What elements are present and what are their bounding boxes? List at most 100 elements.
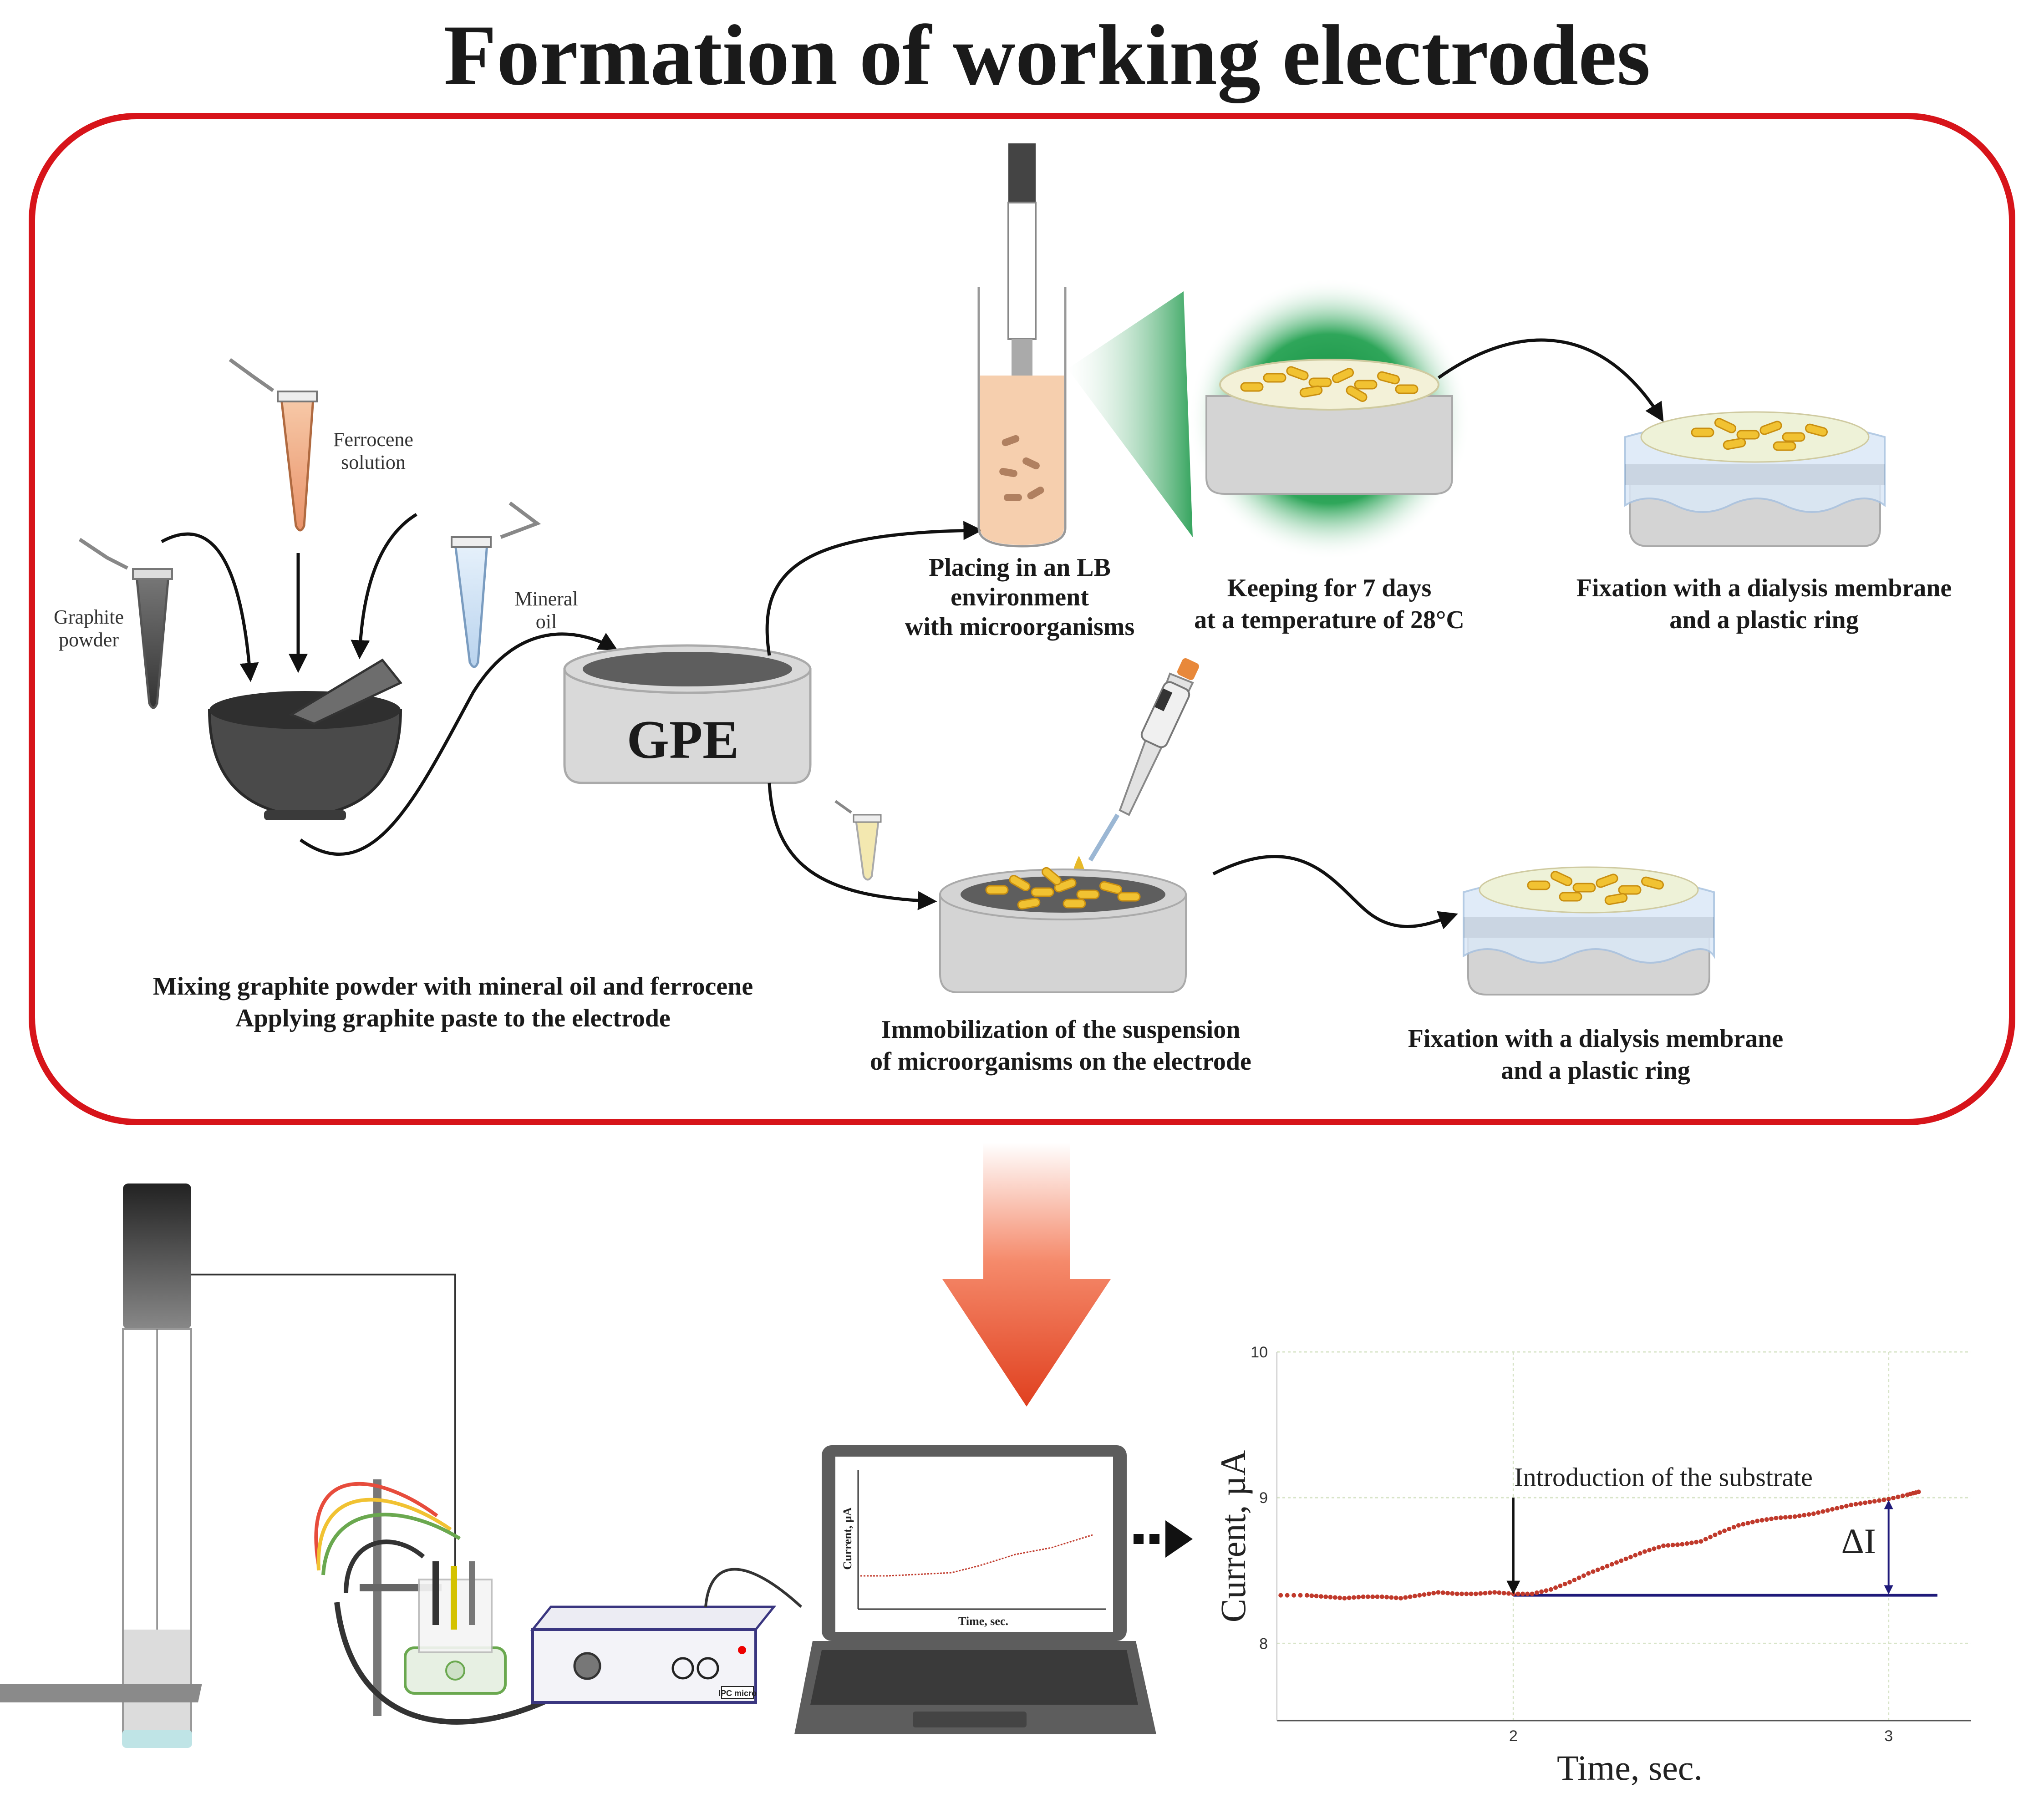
- series-point: [1389, 1595, 1394, 1600]
- label-mineral-1: Mineral: [514, 588, 578, 610]
- series-point: [1562, 1581, 1567, 1586]
- series-point: [1375, 1594, 1380, 1599]
- series-point: [1539, 1589, 1544, 1594]
- series-point: [1867, 1499, 1872, 1504]
- chart-xlabel: Time, sec.: [1557, 1748, 1703, 1788]
- series-point: [1774, 1515, 1779, 1520]
- electrochemical-cell: [0, 1479, 594, 1725]
- series-point: [1515, 1591, 1520, 1596]
- label-ferrocene-1: Ferrocene: [333, 428, 413, 451]
- series-point: [1544, 1588, 1549, 1593]
- series-point: [1863, 1500, 1868, 1505]
- series-point: [1619, 1558, 1624, 1563]
- series-point: [1356, 1595, 1361, 1600]
- series-point: [1703, 1537, 1708, 1542]
- series-point: [1717, 1530, 1722, 1535]
- series-point: [1534, 1590, 1539, 1595]
- series-point: [1398, 1596, 1403, 1601]
- series-point: [1797, 1514, 1802, 1519]
- label-ferrocene-2: solution: [341, 451, 406, 473]
- series-point: [1694, 1539, 1699, 1544]
- series-point: [1877, 1498, 1882, 1503]
- series-point: [1323, 1594, 1328, 1599]
- label-graphite-2: powder: [59, 629, 119, 651]
- laptop-chart-ylabel: Current, µA: [841, 1507, 854, 1570]
- series-point: [1656, 1545, 1661, 1550]
- working-electrode: [122, 1183, 192, 1748]
- chart-xtick-label: 2: [1509, 1727, 1518, 1745]
- series-point: [1501, 1590, 1506, 1595]
- series-point: [1408, 1594, 1413, 1599]
- series-point: [1567, 1580, 1572, 1585]
- series-point: [1722, 1528, 1727, 1533]
- series-point: [1652, 1546, 1657, 1551]
- series-point: [1764, 1517, 1769, 1522]
- caption-placing-3: with microorganisms: [905, 613, 1135, 641]
- series-point: [1872, 1499, 1877, 1504]
- series-point: [1445, 1590, 1450, 1595]
- series-point: [1591, 1569, 1596, 1574]
- series-point: [1647, 1548, 1652, 1553]
- immobilized-electrode: [939, 865, 1187, 993]
- substrate-annotation: Introduction of the substrate: [1514, 1463, 1813, 1492]
- series-point: [1858, 1501, 1863, 1506]
- series-point: [1642, 1549, 1647, 1554]
- series-point: [1600, 1565, 1605, 1570]
- series-point: [1586, 1571, 1591, 1576]
- caption-mixing-2: Applying graphite paste to the electrode: [235, 1004, 671, 1032]
- series-point: [1417, 1593, 1422, 1598]
- series-point: [1806, 1512, 1811, 1517]
- series-point: [1285, 1593, 1290, 1598]
- series-point: [1605, 1564, 1610, 1569]
- series-point: [1783, 1515, 1788, 1520]
- series-point: [1412, 1594, 1417, 1599]
- mortar-pestle: [208, 658, 402, 820]
- series-point: [1750, 1519, 1755, 1524]
- graphite-tube: [78, 538, 173, 709]
- series-point: [1820, 1509, 1825, 1514]
- series-point: [1609, 1562, 1614, 1567]
- series-point: [1811, 1511, 1816, 1516]
- series-point: [1492, 1590, 1497, 1595]
- series-point: [1450, 1591, 1455, 1596]
- figure-title: Formation of working electrodes: [444, 8, 1651, 103]
- series-point: [1314, 1594, 1319, 1599]
- series-point: [1830, 1507, 1835, 1512]
- series-point: [1558, 1583, 1563, 1588]
- series-point: [1614, 1560, 1619, 1565]
- series-point: [1506, 1591, 1511, 1596]
- series-point: [1530, 1591, 1535, 1596]
- potentiostat: [530, 1605, 777, 1704]
- series-point: [1680, 1542, 1685, 1547]
- series-point: [1900, 1493, 1905, 1498]
- series-point: [1572, 1578, 1577, 1583]
- series-point: [1553, 1585, 1558, 1590]
- label-mineral-2: oil: [536, 610, 557, 633]
- series-point: [1473, 1591, 1478, 1596]
- series-point: [1351, 1595, 1356, 1600]
- series-point: [1844, 1503, 1849, 1509]
- caption-fixation-bottom-1: Fixation with a dialysis membrane: [1408, 1025, 1783, 1053]
- series-point: [1278, 1593, 1283, 1598]
- series-point: [1464, 1591, 1469, 1596]
- series-point: [1839, 1504, 1844, 1509]
- series-point: [1431, 1590, 1436, 1595]
- series-point: [1835, 1506, 1840, 1511]
- label-graphite-1: Graphite: [54, 606, 124, 628]
- series-point: [1298, 1593, 1303, 1598]
- series-point: [1361, 1594, 1366, 1599]
- series-point: [1670, 1543, 1675, 1548]
- caption-immobilization-2: of microorganisms on the electrode: [870, 1047, 1251, 1076]
- series-point: [1916, 1489, 1921, 1494]
- series-point: [1487, 1590, 1492, 1595]
- series-point: [1708, 1534, 1713, 1539]
- series-point: [1483, 1590, 1488, 1595]
- series-point: [1576, 1575, 1581, 1580]
- series-point: [1802, 1513, 1807, 1518]
- caption-fixation-top-1: Fixation with a dialysis membrane: [1576, 574, 1952, 602]
- chart-ylabel: Current, µA: [1213, 1450, 1253, 1623]
- series-point: [1849, 1503, 1854, 1508]
- series-point: [1403, 1595, 1408, 1600]
- caption-mixing-1: Mixing graphite powder with mineral oil …: [153, 972, 753, 1001]
- series-point: [1736, 1523, 1741, 1528]
